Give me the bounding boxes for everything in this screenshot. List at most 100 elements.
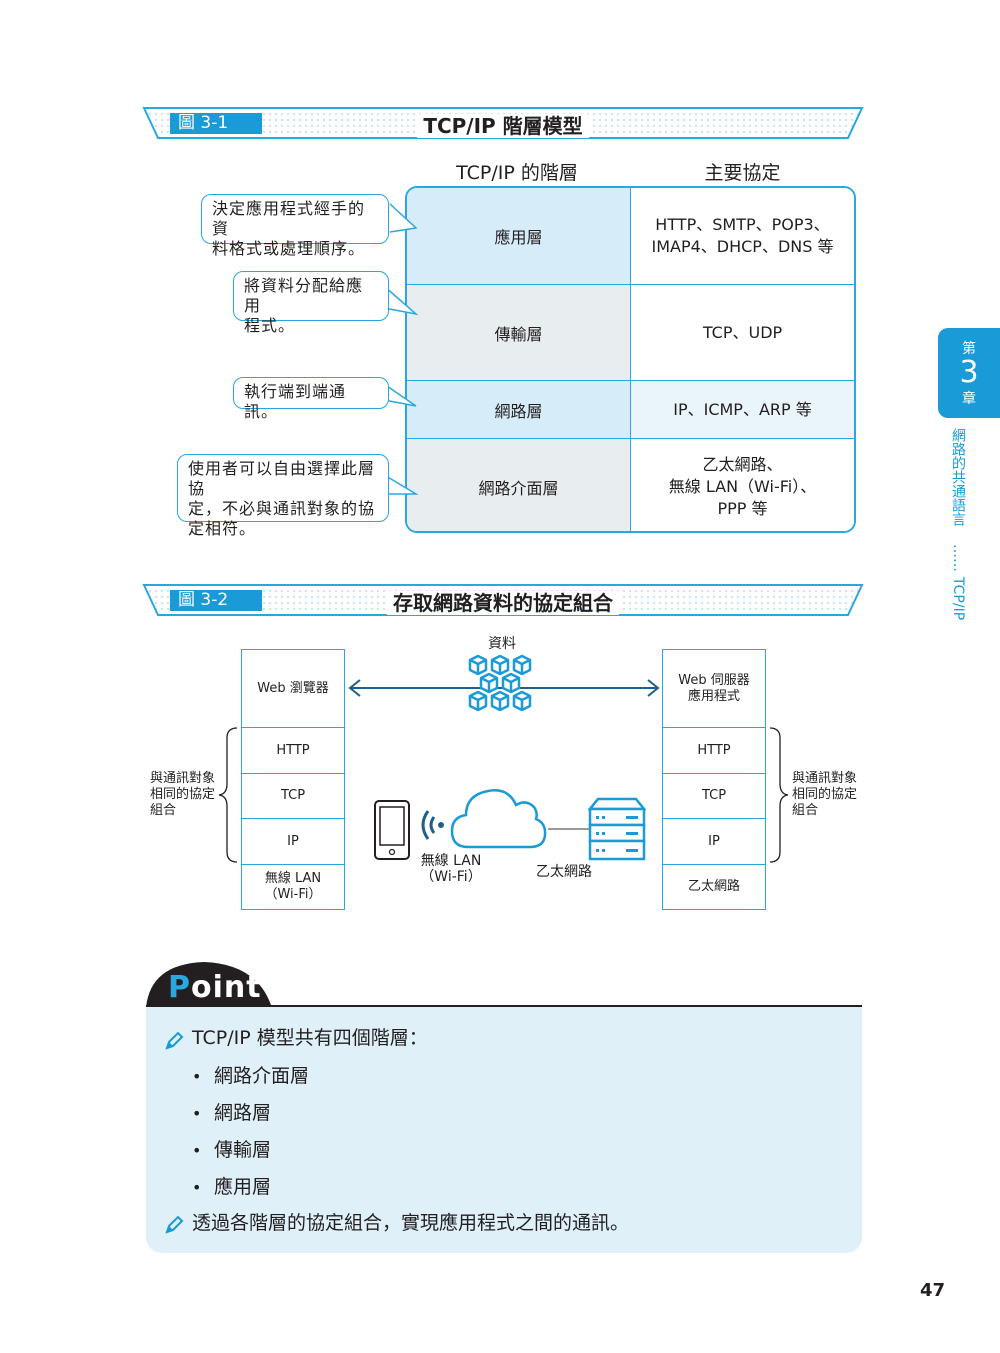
brace-label-line: 相同的協定 [150,787,216,802]
stack-ip-layer: IP [663,818,765,864]
stack-tcp-layer: TCP [663,773,765,818]
callout-line: 料格式或處理順序。 [212,239,366,258]
side-subtitle: TCP/IP [950,576,966,621]
table-row: 網路介面層 乙太網路、無線 LAN（Wi-Fi）、 PPP 等 [407,438,854,531]
brace-label-line: 相同的協定 [792,787,858,802]
chapter-suffix: 章 [962,391,976,407]
point-subitem: 應用層 [214,1176,272,1198]
ethernet-label: 乙太網路 [536,864,592,880]
layer-protocols: IP、ICMP、ARP 等 [631,381,854,438]
callout-interface: 使用者可以自由選擇此層協 定，不必與通訊對象的協 定相符。 [177,454,389,538]
column-header-protocol: 主要協定 [704,162,781,184]
callout-transport: 將資料分配給應用 程式。 [233,271,389,335]
pencil-icon [165,1031,184,1050]
brace-label-right: 與通訊對象 相同的協定 組合 [792,771,857,819]
table-row: 傳輸層 TCP、UDP [407,284,854,380]
layer-name: 網路層 [407,381,631,438]
callout-line: 使用者可以自由選擇此層協 [188,459,376,498]
side-running-title: 網路的共通語言 …… TCP/IP [950,428,966,620]
bullet-icon: • [192,1141,202,1160]
figure-title: TCP/IP 階層模型 [417,114,589,138]
point-logo: Point [168,970,262,1005]
stack-ip-layer: IP [242,818,344,864]
figure-title: 存取網路資料的協定組合 [387,591,619,615]
point-item-1: TCP/IP 模型共有四個階層： [192,1027,428,1049]
side-dots: …… [950,544,966,573]
layer-protocols: 乙太網路、無線 LAN（Wi-Fi）、 PPP 等 [631,439,854,531]
figure-3-2-header: 圖 3-2 存取網路資料的協定組合 [142,583,864,617]
brace-label-left: 與通訊對象 相同的協定 組合 [150,771,215,819]
wireless-label-line: 無線 LAN [420,853,482,869]
stack-app-layer: Web 瀏覽器 [242,650,344,727]
client-protocol-stack: Web 瀏覽器 HTTP TCP IP 無線 LAN（Wi-Fi） [241,649,345,910]
bullet-icon: • [192,1067,202,1086]
pencil-icon [165,1215,184,1234]
callout-line: 定，不必與通訊對象的協 [188,499,376,518]
protocol-line: 無線 LAN（Wi-Fi）、 [668,477,817,496]
callout-line: 定相符。 [188,519,257,538]
table-row: 網路層 IP、ICMP、ARP 等 [407,380,854,438]
protocol-line: PPP 等 [717,499,768,518]
stack-app-layer: Web 伺服器應用程式 [663,650,765,727]
server-icon [588,797,646,861]
layer-name: 傳輸層 [407,285,631,380]
callout-line: 決定應用程式經手的資 [212,199,366,238]
chapter-number: 3 [959,355,979,390]
stack-http-layer: HTTP [242,727,344,773]
wireless-lan-label: 無線 LAN （Wi-Fi） [420,853,482,885]
callout-line: 程式。 [244,316,296,335]
stack-app-label: 應用程式 [687,688,740,704]
callout-line: 將資料分配給應用 [244,276,364,315]
chapter-tab: 第 3 章 [938,328,1000,418]
layer-name: 網路介面層 [407,439,631,531]
data-cubes-icon [468,654,532,712]
side-title: 網路的共通語言 [950,428,966,526]
callout-application: 決定應用程式經手的資 料格式或處理順序。 [201,194,389,258]
tcpip-layer-table: 應用層 HTTP、SMTP、POP3、 IMAP4、DHCP、DNS 等 傳輸層 … [405,186,856,533]
wifi-signal-icon [421,810,444,840]
stack-link-label: （Wi-Fi） [264,887,322,902]
left-brace [218,727,238,863]
figure-tag: 圖 3-2 [170,590,262,611]
stack-link-label: 無線 LAN [264,871,322,886]
point-subitem: 網路層 [214,1102,272,1124]
wireless-label-line: （Wi-Fi） [420,869,482,885]
brace-label-line: 組合 [150,803,177,818]
callout-network: 執行端到端通訊。 [233,377,389,421]
layer-protocols: TCP、UDP [631,285,854,380]
figure-tag: 圖 3-1 [170,113,262,134]
brace-label-line: 與通訊對象 [150,771,216,786]
callout-pointers [383,203,419,495]
point-divider [146,1005,862,1007]
data-label: 資料 [488,636,516,652]
point-logo-badge [146,962,272,1008]
cloud-icon [450,789,547,849]
stack-tcp-layer: TCP [242,773,344,818]
protocol-line: 乙太網路、 [702,455,783,474]
layer-protocols: HTTP、SMTP、POP3、 IMAP4、DHCP、DNS 等 [631,188,854,284]
point-logo-p: P [168,970,191,1005]
table-row: 應用層 HTTP、SMTP、POP3、 IMAP4、DHCP、DNS 等 [407,188,854,284]
stack-link-layer: 乙太網路 [663,864,765,909]
callout-line: 執行端到端通訊。 [244,382,347,421]
smartphone-icon [374,800,410,860]
point-subitem: 傳輸層 [214,1139,272,1161]
point-box [146,1007,862,1253]
point-subitem: 網路介面層 [214,1065,310,1087]
ethernet-link-line [548,828,590,830]
brace-label-line: 組合 [792,803,819,818]
stack-app-label: Web 伺服器 [678,672,750,688]
page-number: 47 [920,1280,946,1301]
bullet-icon: • [192,1104,202,1123]
chapter-prefix: 第 [962,341,976,357]
point-item-2: 透過各階層的協定組合，實現應用程式之間的通訊。 [192,1212,630,1234]
protocol-line: HTTP、SMTP、POP3、 [655,215,830,234]
protocol-line: IMAP4、DHCP、DNS 等 [651,237,834,256]
layer-name: 應用層 [407,188,631,284]
stack-http-layer: HTTP [663,727,765,773]
server-protocol-stack: Web 伺服器應用程式 HTTP TCP IP 乙太網路 [662,649,766,910]
stack-app-label: Web 瀏覽器 [257,680,329,696]
column-header-layer: TCP/IP 的階層 [456,162,578,184]
point-logo-rest: oint [191,970,262,1005]
figure-3-1-header: 圖 3-1 TCP/IP 階層模型 [142,106,864,140]
